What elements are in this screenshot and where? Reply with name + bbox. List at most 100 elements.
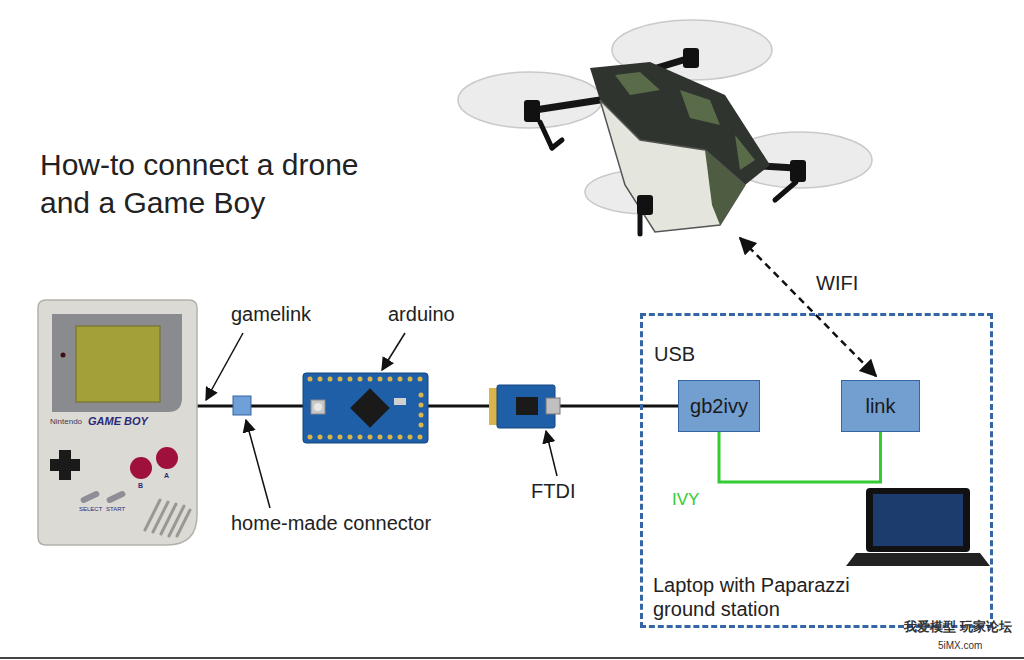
button-label: SELECT bbox=[79, 506, 102, 513]
pin bbox=[368, 377, 373, 382]
link-label: WIFI bbox=[816, 272, 858, 295]
front-pattern bbox=[705, 150, 745, 225]
button-b bbox=[130, 457, 152, 479]
pin bbox=[418, 377, 423, 382]
reset-cap bbox=[314, 403, 322, 411]
pin bbox=[358, 377, 363, 382]
motors bbox=[524, 48, 806, 215]
watermark: 5iMX.com bbox=[938, 640, 982, 652]
screen-bezel bbox=[52, 314, 182, 412]
button-label: A bbox=[164, 472, 169, 480]
box-label: gb2ivy bbox=[690, 394, 748, 418]
pin bbox=[388, 377, 393, 382]
game-boy bbox=[38, 300, 197, 545]
pin bbox=[398, 435, 403, 440]
button-label: B bbox=[138, 482, 143, 490]
pin bbox=[358, 435, 363, 440]
motor bbox=[790, 160, 806, 182]
propeller bbox=[458, 72, 602, 128]
drone bbox=[458, 20, 872, 234]
crystal bbox=[394, 398, 406, 405]
cable bbox=[197, 405, 678, 408]
pin bbox=[408, 435, 413, 440]
pin bbox=[378, 435, 383, 440]
pin bbox=[318, 377, 323, 382]
start-button bbox=[106, 490, 127, 504]
game-boy-body bbox=[38, 300, 197, 545]
screen bbox=[76, 326, 160, 402]
edge-label: IVY bbox=[670, 490, 701, 510]
bus-connector bbox=[719, 432, 881, 482]
motor bbox=[524, 100, 540, 122]
arm bbox=[535, 100, 600, 110]
leg bbox=[638, 215, 643, 234]
pin bbox=[338, 435, 343, 440]
box-label: link bbox=[865, 394, 895, 418]
pin bbox=[419, 423, 424, 428]
pin bbox=[419, 413, 424, 418]
pin bbox=[418, 435, 423, 440]
power-led bbox=[61, 353, 66, 358]
callout-label: arduino bbox=[388, 303, 455, 326]
leg bbox=[552, 140, 562, 148]
connector bbox=[233, 396, 251, 415]
pin bbox=[338, 377, 343, 382]
process-box: gb2ivy bbox=[678, 380, 760, 432]
laptop-screen bbox=[866, 488, 970, 552]
pin bbox=[388, 435, 393, 440]
port-label: USB bbox=[654, 343, 695, 366]
arduino-board bbox=[303, 373, 428, 443]
pin bbox=[348, 377, 353, 382]
speaker-grille bbox=[145, 500, 190, 536]
process-box: link bbox=[841, 380, 920, 432]
pin bbox=[328, 377, 333, 382]
wifi-link bbox=[740, 238, 876, 376]
pin bbox=[408, 377, 413, 382]
speaker-slot bbox=[169, 506, 184, 536]
reset-button bbox=[311, 400, 325, 414]
pin bbox=[419, 393, 424, 398]
select-button bbox=[80, 490, 101, 504]
motor bbox=[683, 48, 699, 68]
pin bbox=[368, 435, 373, 440]
pin bbox=[308, 435, 313, 440]
laptop-icon bbox=[846, 488, 990, 566]
arduino-pcb bbox=[303, 373, 428, 443]
pin bbox=[378, 377, 383, 382]
leg bbox=[775, 182, 796, 200]
group-title: Laptop with Paparazzi ground station bbox=[653, 573, 893, 621]
pin bbox=[348, 435, 353, 440]
watermark: 我爱模型 玩家论坛 bbox=[904, 620, 1012, 635]
laptop-display bbox=[873, 494, 963, 546]
button-label: START bbox=[106, 506, 125, 513]
callout-label: home-made connector bbox=[231, 512, 431, 535]
device-brand: Nintendo bbox=[50, 417, 82, 426]
legs bbox=[540, 122, 796, 234]
pin bbox=[328, 435, 333, 440]
callout-label: FTDI bbox=[531, 480, 575, 503]
speaker-slot bbox=[177, 510, 190, 536]
laptop-base bbox=[846, 553, 990, 566]
pin-row bbox=[308, 377, 424, 440]
ftdi-chip bbox=[516, 397, 538, 415]
leader-line bbox=[546, 431, 557, 476]
leader-line bbox=[382, 333, 405, 370]
pin bbox=[419, 403, 424, 408]
d-pad bbox=[50, 450, 80, 480]
diagram-title: How-to connect a drone and a Game Boy bbox=[40, 146, 400, 222]
drone-front bbox=[600, 100, 745, 232]
ftdi-board bbox=[489, 385, 560, 428]
pin bbox=[318, 435, 323, 440]
usb-socket bbox=[546, 398, 560, 414]
pin bbox=[308, 377, 313, 382]
callout-label: gamelink bbox=[231, 303, 311, 326]
motor bbox=[637, 195, 653, 215]
leader-line bbox=[246, 420, 270, 508]
pin bbox=[398, 377, 403, 382]
button-a bbox=[156, 447, 178, 469]
leg bbox=[540, 122, 552, 148]
bottom-rule bbox=[0, 657, 1024, 659]
leader-line bbox=[206, 333, 243, 400]
